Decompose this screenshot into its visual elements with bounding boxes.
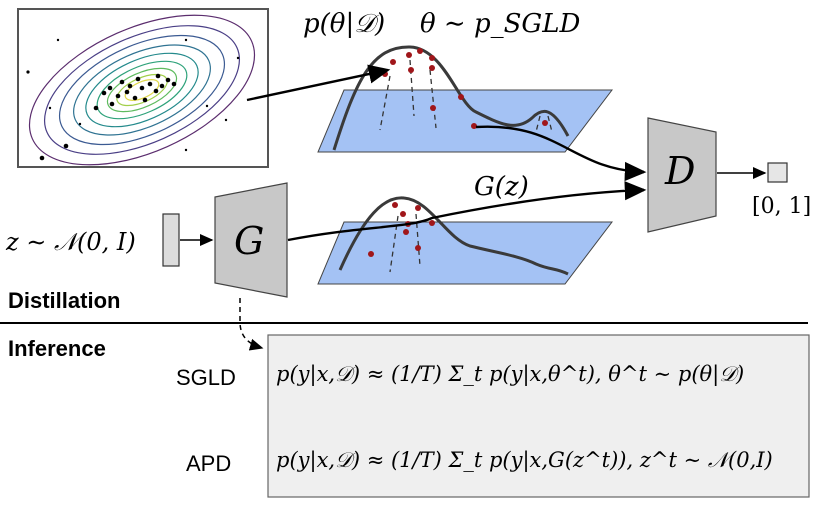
generator-output-label: G(z)	[474, 172, 529, 202]
noise-label: z ∼ 𝒩(0, I)	[6, 228, 136, 256]
sgld-to-disc-arrow	[475, 125, 647, 182]
generator-to-disc-arrow	[287, 181, 647, 242]
sgld-sample-label: θ ∼ p_SGLD	[420, 9, 581, 39]
formula-box	[267, 334, 810, 498]
inference-heading: Inference	[8, 336, 106, 361]
disc-output-label: [0, 1]	[752, 194, 812, 219]
sgld-method-label: SGLD	[176, 365, 236, 390]
discriminator-block	[647, 117, 717, 233]
generator-surface	[317, 196, 614, 285]
generator-label: G	[234, 219, 265, 263]
contour-samples	[26, 38, 240, 161]
generator-to-inference-arrow	[239, 298, 264, 351]
output-box	[767, 162, 788, 183]
distillation-heading: Distillation	[8, 288, 121, 313]
posterior-label: p(θ|𝒟)	[303, 9, 386, 39]
noise-vector-box	[162, 213, 180, 267]
posterior-contour-plot	[17, 8, 269, 168]
apd-formula: p(y|x,𝒟) ≈ (1/T) Σ_t p(y|x,G(z^t)), z^t …	[276, 448, 773, 472]
contour-to-surface-arrow	[246, 64, 391, 102]
posterior-surface	[317, 45, 614, 153]
discriminator-label: D	[665, 149, 696, 193]
sgld-formula: p(y|x,𝒟) ≈ (1/T) Σ_t p(y|x,θ^t), θ^t ∼ p…	[276, 362, 745, 386]
generator-block	[214, 182, 288, 298]
apd-method-label: APD	[186, 451, 232, 476]
